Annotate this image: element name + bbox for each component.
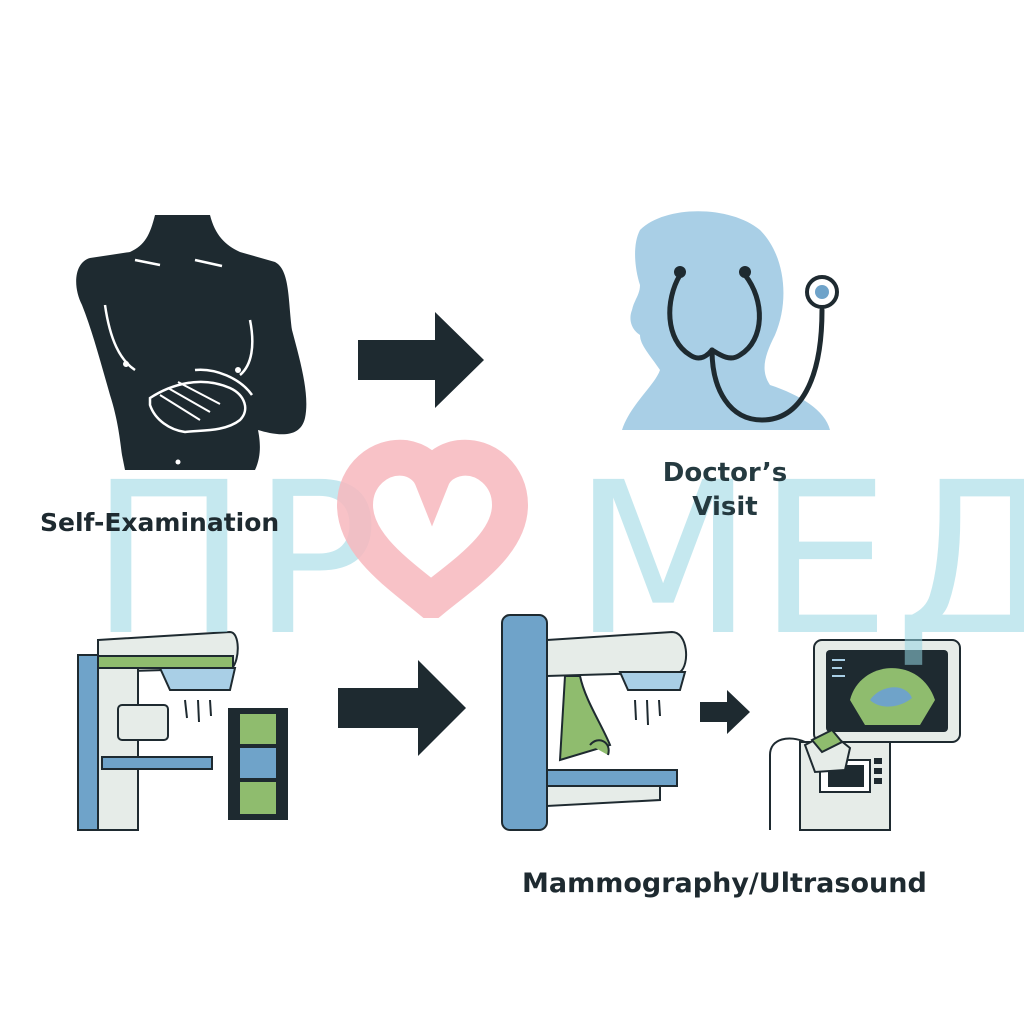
label-self-examination: Self-Examination — [40, 508, 280, 537]
label-doctors-visit-line1: Doctor’s — [662, 458, 788, 488]
watermark-text-2: МЕД — [572, 437, 1024, 682]
label-mammography-ultrasound: Mammography/Ultrasound — [522, 868, 927, 899]
label-doctors-visit: Doctor’s Visit — [620, 456, 830, 524]
watermark-text: ПР — [90, 437, 383, 682]
label-doctors-visit-line2: Visit — [692, 492, 758, 522]
